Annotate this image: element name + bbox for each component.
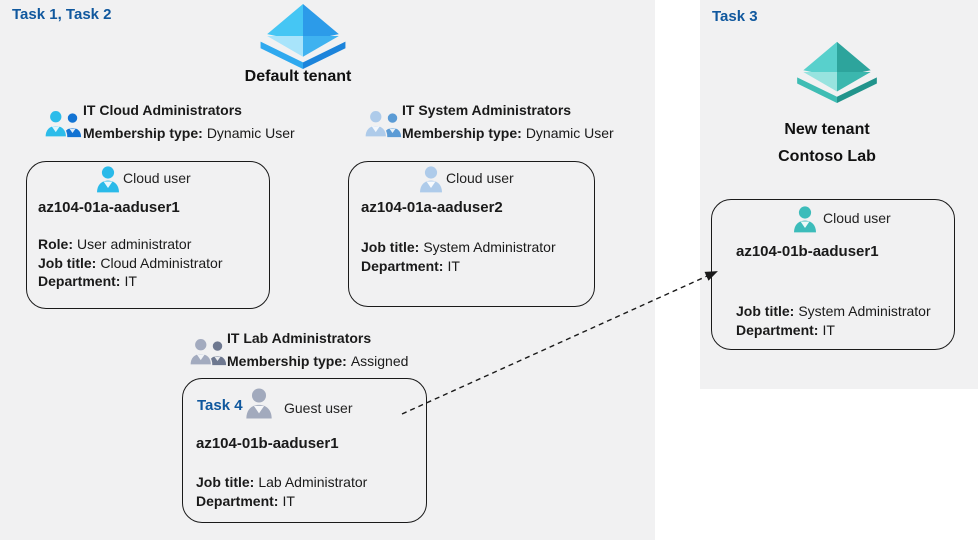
user-fields: Job title:Lab Administrator Department:I… [196, 473, 367, 510]
field-job-title: Job title:Cloud Administrator [38, 254, 223, 271]
user-card-aaduser1: Cloud user az104-01a-aaduser1 Role:User … [26, 161, 270, 309]
field-job-title: Job title:System Administrator [361, 239, 556, 255]
cloud-user-icon [97, 166, 119, 193]
membership-type-label: Membership type: [83, 125, 203, 141]
user-fields: Role:User administrator Job title:Cloud … [38, 235, 223, 291]
task-3-label: Task 3 [712, 8, 758, 25]
field-role: Role:User administrator [38, 236, 192, 252]
membership-type-label: Membership type: [402, 125, 522, 141]
guest-user-icon [246, 388, 272, 419]
new-tenant-user-card: Cloud user az104-01b-aaduser1 Job title:… [711, 199, 955, 350]
new-tenant-title-line2: Contoso Lab [778, 148, 876, 165]
user-type-label: Cloud user [123, 170, 191, 186]
user-group-icon-lab [189, 337, 227, 366]
user-group-icon-cloud [44, 109, 82, 138]
user-fields: Job title:System Administrator Departmen… [736, 302, 931, 339]
group-membership-it-system-admins: Membership type:Dynamic User [402, 125, 614, 141]
group-name-it-system-admins: IT System Administrators [402, 102, 572, 118]
user-fields: Job title:System Administrator Departmen… [361, 238, 556, 275]
user-group-icon-system [364, 109, 402, 138]
field-job-title: Job title:Lab Administrator [196, 474, 368, 490]
field-department: Department:IT [361, 257, 460, 274]
group-membership-it-cloud-admins: Membership type:Dynamic User [83, 125, 295, 141]
group-name-it-cloud-admins: IT Cloud Administrators [83, 102, 242, 118]
cloud-user-icon [794, 206, 816, 233]
azure-tenant-icon-teal [797, 41, 877, 103]
field-department: Department:IT [196, 492, 295, 509]
azure-tenant-icon [260, 3, 346, 69]
default-tenant-panel: Task 1, Task 2 Default tenant IT Cloud A… [0, 0, 655, 540]
username: az104-01a-aaduser2 [361, 199, 503, 216]
user-type-label: Cloud user [823, 210, 891, 226]
cloud-user-icon [420, 166, 442, 193]
new-tenant-title-line1: New tenant [784, 121, 870, 138]
username: az104-01b-aaduser1 [736, 243, 879, 260]
user-type-label: Cloud user [446, 170, 514, 186]
field-department: Department:IT [736, 321, 835, 338]
user-type-label: Guest user [284, 400, 353, 416]
field-department: Department:IT [38, 273, 137, 289]
membership-type-value: Dynamic User [525, 125, 614, 141]
new-tenant-panel: Task 3 New tenant Contoso Lab Cloud user… [700, 0, 978, 389]
membership-type-value: Assigned [350, 353, 409, 369]
group-membership-it-lab-admins: Membership type:Assigned [227, 353, 408, 369]
membership-type-value: Dynamic User [206, 125, 295, 141]
group-name-it-lab-admins: IT Lab Administrators [227, 330, 372, 346]
membership-type-label: Membership type: [227, 353, 347, 369]
username: az104-01a-aaduser1 [38, 199, 180, 216]
task-4-label: Task 4 [197, 397, 243, 414]
user-card-aaduser2: Cloud user az104-01a-aaduser2 Job title:… [348, 161, 595, 307]
guest-user-card: Task 4 Guest user az104-01b-aaduser1 Job… [182, 378, 427, 523]
task-1-2-label: Task 1, Task 2 [12, 6, 112, 23]
default-tenant-title: Default tenant [244, 68, 352, 85]
username: az104-01b-aaduser1 [196, 435, 339, 452]
field-job-title: Job title:System Administrator [736, 303, 931, 319]
